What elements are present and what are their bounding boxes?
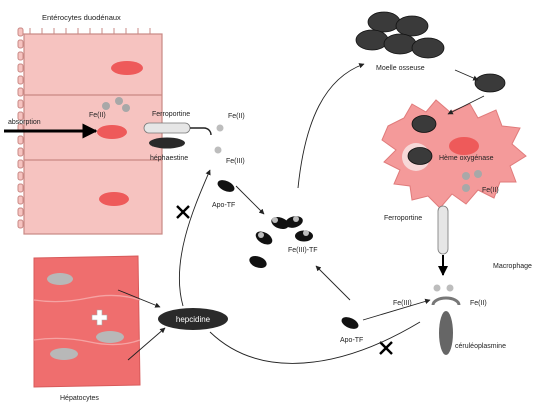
- conversion-arc: [431, 296, 461, 306]
- apo-tf-shape: [341, 317, 359, 329]
- fe3-tf-label: Fe(III)-TF: [288, 247, 318, 254]
- marrow-to-cell-arrow: [454, 69, 479, 81]
- ferroportine-macrophage: [437, 205, 449, 255]
- hepcidine-shape: [158, 308, 228, 330]
- apotf-to-fetf-arrow: [235, 185, 265, 215]
- ferroportine-enterocyte: [143, 122, 224, 154]
- white-cross-icon: [91, 309, 108, 326]
- hepcidine-label: hepcidine: [176, 315, 211, 324]
- moelle-label: Moelle osseuse: [376, 65, 425, 72]
- cell-to-macrophage-arrow: [447, 95, 485, 115]
- ceruloplasmin-to-apotf-arrow: [362, 298, 431, 321]
- fe-particle: [102, 102, 110, 110]
- nucleus-bottom: [99, 192, 129, 206]
- hepcidine-to-enterocyte-arrow: [179, 169, 211, 307]
- fe2-right-label: Fe(II): [470, 300, 487, 307]
- inhibition-cross-bottom: [379, 341, 393, 355]
- fe2-macrophage-label: Fe(II): [482, 187, 499, 194]
- fe2-top-label: Fe(II): [228, 113, 245, 120]
- hephaestine-shape: [149, 137, 185, 149]
- hephaestine-label: héphaestine: [150, 155, 188, 162]
- enterocytes-label: Entérocytes duodénaux: [42, 13, 121, 22]
- phagocytosed-cell: [411, 115, 437, 133]
- inhibition-cross-top: [176, 205, 190, 219]
- apotf-bottom-to-fetf-arrow: [315, 265, 351, 301]
- fe2-enterocyte-label: Fe(II): [89, 112, 106, 119]
- ferroportine-macrophage-label: Ferroportine: [384, 215, 422, 222]
- fe-particle: [214, 146, 222, 154]
- pathway-arrows: [117, 63, 485, 364]
- fe-particle: [433, 284, 441, 292]
- fe-particle: [216, 124, 224, 132]
- hepatocytes-label: Hépatocytes: [60, 395, 99, 402]
- fe3-tf-cluster: [249, 216, 313, 269]
- red-cell: [474, 73, 506, 93]
- hepatocytes-group: [33, 255, 141, 388]
- fe-particle: [462, 172, 470, 180]
- nucleus-top: [111, 61, 143, 75]
- fe-particle: [474, 170, 482, 178]
- apo-tf-bottom-label: Apo-TF: [340, 337, 363, 344]
- apo-tf-top-label: Apo-TF: [212, 202, 235, 209]
- fe3-top-label: Fe(III): [226, 158, 245, 165]
- fe-particle: [115, 97, 123, 105]
- macrophage: [381, 99, 527, 209]
- apo-tf-shape: [217, 180, 235, 192]
- enterocyte-layer: [23, 33, 163, 235]
- enterocyte-top-lines: [29, 28, 151, 38]
- ferroportine-label-top: Ferroportine: [152, 111, 190, 118]
- absorption-label: absorption: [8, 119, 41, 126]
- fe3-right-label: Fe(III): [393, 300, 412, 307]
- fe-particle: [446, 284, 454, 292]
- phagocytosed-cell: [407, 147, 433, 165]
- bone-marrow-cells: [355, 11, 445, 59]
- microvilli: [17, 27, 24, 229]
- macrophage-label: Macrophage: [493, 263, 532, 270]
- liver-to-hepcidine-arrow-2: [127, 327, 166, 361]
- ceruloplasmin-label: céruléoplasmine: [455, 343, 506, 350]
- fe-particle: [122, 104, 130, 112]
- hepcidine-to-macrophage-arrow: [209, 321, 421, 364]
- liver-to-hepcidine-arrow: [117, 289, 161, 308]
- nucleus-middle: [97, 125, 127, 139]
- heme-oxygenase-label: Hème oxygénase: [439, 155, 494, 162]
- fe-particle: [462, 184, 470, 192]
- ceruloplasmin-shape: [439, 311, 453, 355]
- fetf-to-marrow-arrow: [297, 63, 365, 189]
